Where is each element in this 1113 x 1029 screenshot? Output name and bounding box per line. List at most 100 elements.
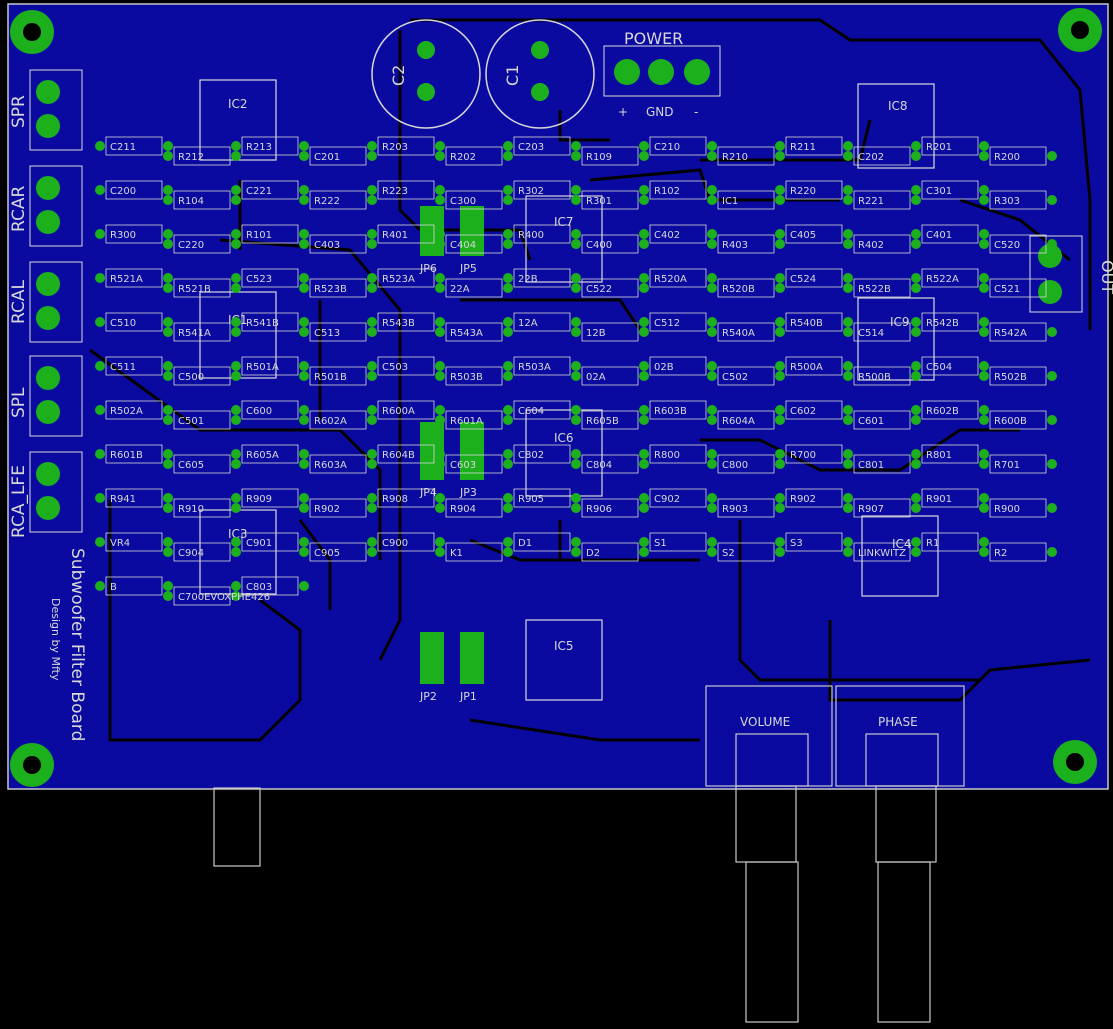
component-r604b: R604B <box>367 444 445 464</box>
component-label: R542B <box>926 318 959 329</box>
component-label: R522A <box>926 274 959 285</box>
component-k1: K1 <box>435 542 513 562</box>
component-linkwitz: LINKWITZ <box>843 542 921 562</box>
component-c221: C221 <box>231 180 309 200</box>
component-label: R104 <box>178 196 204 207</box>
component-label: R700 <box>790 450 816 461</box>
component-r900: R900 <box>979 498 1057 518</box>
ic-label-ic8: IC8 <box>888 99 908 113</box>
component-label: R601B <box>110 450 143 461</box>
component-label: R602B <box>926 406 959 417</box>
component-12b: 12B <box>571 322 649 342</box>
component-r210: R210 <box>707 146 785 166</box>
component-c523: C523 <box>231 268 309 288</box>
component-c802: C802 <box>503 444 581 464</box>
component-label: S3 <box>790 538 803 549</box>
component-r1: R1 <box>911 532 989 552</box>
component-label: R543B <box>382 318 415 329</box>
component-c202: C202 <box>843 146 921 166</box>
component-label: R300 <box>110 230 136 241</box>
component-02b: 02B <box>639 356 717 376</box>
component-label: R302 <box>518 186 544 197</box>
component-c300: C300 <box>435 190 513 210</box>
component-r223: R223 <box>367 180 445 200</box>
component-label: R801 <box>926 450 952 461</box>
component-r601b: R601B <box>95 444 173 464</box>
component-r601a: R601A <box>435 410 513 430</box>
connector-label-rcar: RCAR <box>9 186 29 232</box>
component-c405: C405 <box>775 224 853 244</box>
component-label: R523A <box>382 274 415 285</box>
component-label: R101 <box>246 230 272 241</box>
component-label: R905 <box>518 494 544 505</box>
component-vr4: VR4 <box>95 532 173 552</box>
component-label: R502B <box>994 372 1027 383</box>
component-label: R521B <box>178 284 211 295</box>
component-r521b: R521B <box>163 278 241 298</box>
pot-phase-label: PHASE <box>878 715 918 729</box>
component-label: R501B <box>314 372 347 383</box>
component-d1: D1 <box>503 532 581 552</box>
component-label: 02A <box>586 372 606 383</box>
component-r540b: R540B <box>775 312 853 332</box>
component-label: R603A <box>314 460 347 471</box>
component-r600b: R600B <box>979 410 1057 430</box>
component-label: C501 <box>178 416 204 427</box>
component-label: R600A <box>382 406 415 417</box>
component-r220: R220 <box>775 180 853 200</box>
component-label: C803 <box>246 582 272 593</box>
component-label: D2 <box>586 548 600 559</box>
component-label: R503B <box>450 372 483 383</box>
component-c520: C520 <box>979 234 1057 254</box>
component-r600a: R600A <box>367 400 445 420</box>
component-labels: C211R212R213C201R203R202C203R109C210R210… <box>95 136 1057 606</box>
component-label: R520B <box>722 284 755 295</box>
component-label: R102 <box>654 186 680 197</box>
component-label: R500A <box>790 362 823 373</box>
component-label: R203 <box>382 142 408 153</box>
component-r303: R303 <box>979 190 1057 210</box>
component-label: R909 <box>246 494 272 505</box>
component-c404: C404 <box>435 234 513 254</box>
component-label: C601 <box>858 416 884 427</box>
out-label: OUT <box>1098 260 1113 294</box>
component-r523b: R523B <box>299 278 377 298</box>
component-r222: R222 <box>299 190 377 210</box>
component-label: R220 <box>790 186 816 197</box>
component-label: C504 <box>926 362 952 373</box>
component-label: C602 <box>790 406 816 417</box>
component-c522: C522 <box>571 278 649 298</box>
component-c401: C401 <box>911 224 989 244</box>
component-label: R600B <box>994 416 1027 427</box>
component-label: C522 <box>586 284 612 295</box>
component-r301: R301 <box>571 190 649 210</box>
component-label: C211 <box>110 142 136 153</box>
component-r522b: R522B <box>843 278 921 298</box>
component-label: 02B <box>654 362 674 373</box>
component-label: R902 <box>790 494 816 505</box>
component-label: C800 <box>722 460 748 471</box>
component-label: R910 <box>178 504 204 515</box>
component-label: C520 <box>994 240 1020 251</box>
component-label: R701 <box>994 460 1020 471</box>
component-r300: R300 <box>95 224 173 244</box>
component-r941: R941 <box>95 488 173 508</box>
component-r800: R800 <box>639 444 717 464</box>
component-label: C524 <box>790 274 816 285</box>
component-label: C502 <box>722 372 748 383</box>
component-label: R501A <box>246 362 279 373</box>
component-r521a: R521A <box>95 268 173 288</box>
component-label: R605A <box>246 450 279 461</box>
component-label: R303 <box>994 196 1020 207</box>
component-c700evoxphe426: C700EVOXPHE426 <box>163 586 270 606</box>
component-r540a: R540A <box>707 322 785 342</box>
component-d2: D2 <box>571 542 649 562</box>
component-c220: C220 <box>163 234 241 254</box>
component-label: C202 <box>858 152 884 163</box>
component-22a: 22A <box>435 278 513 298</box>
component-label: C804 <box>586 460 612 471</box>
component-r907: R907 <box>843 498 921 518</box>
component-label: R200 <box>994 152 1020 163</box>
component-label: R403 <box>722 240 748 251</box>
